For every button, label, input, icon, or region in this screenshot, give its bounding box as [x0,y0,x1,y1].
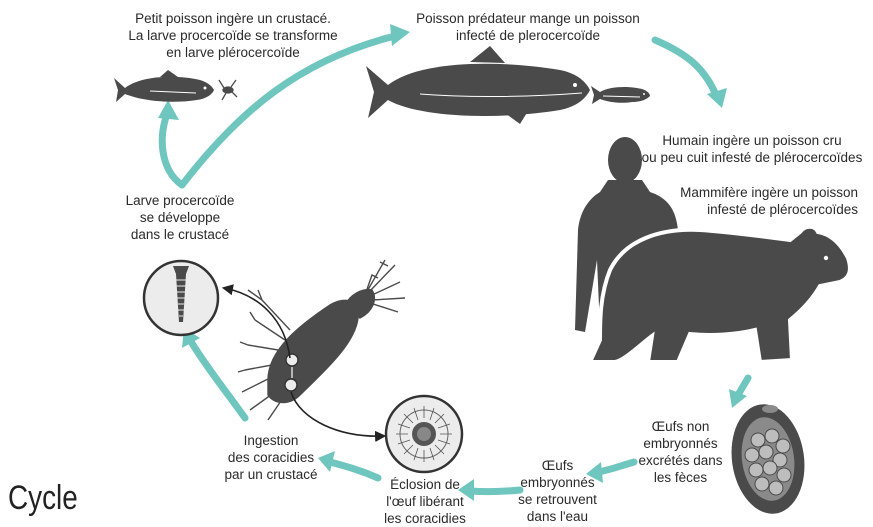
label-mammal: Mammifère ingère un poisson infesté de p… [660,184,858,218]
label-larva: Larve procercoïde se développe dans le c… [110,192,250,243]
copepod-icon [238,260,405,420]
predator-fish-icon [366,46,590,124]
label-unembryonated: Œufs non embryonnés excrétés dans les fè… [628,418,733,486]
label-small-fish: Petit poisson ingère un crustacé. La lar… [118,10,348,61]
label-ingestion: Ingestion des coracidies par un crustacé [216,432,326,483]
arrow-larva-to-small-fish [162,112,182,185]
label-human: Humain ingère un poisson cru ou peu cuit… [638,132,866,166]
arrow-ingest-to-larva [190,340,245,418]
bear-silhouette-icon [590,227,850,362]
egg-unembryonated-icon [725,400,812,519]
tiny-crustacean-icon [219,80,237,100]
small-fish-icon [114,70,214,102]
arrowhead-human [707,88,727,108]
arrow-bear-to-egg [738,378,748,395]
page-title: Cycle [8,478,78,518]
arrowhead-small-fish [158,100,179,120]
arrow-copepod-to-egg [291,392,384,436]
label-predator-fish: Poisson prédateur mange un poisson infec… [408,10,648,44]
label-hatching: Éclosion de l'œuf libérant les coracidie… [370,476,480,527]
procercoid-larva-icon [144,261,218,335]
label-embryonated: Œufs embryonnés se retrouvent dans l'eau [505,457,610,525]
arrowhead-predator [390,24,410,46]
arrow-predator-to-human [655,40,716,95]
tiny-fish-icon [591,86,650,104]
egg-hatching-icon [386,396,462,472]
